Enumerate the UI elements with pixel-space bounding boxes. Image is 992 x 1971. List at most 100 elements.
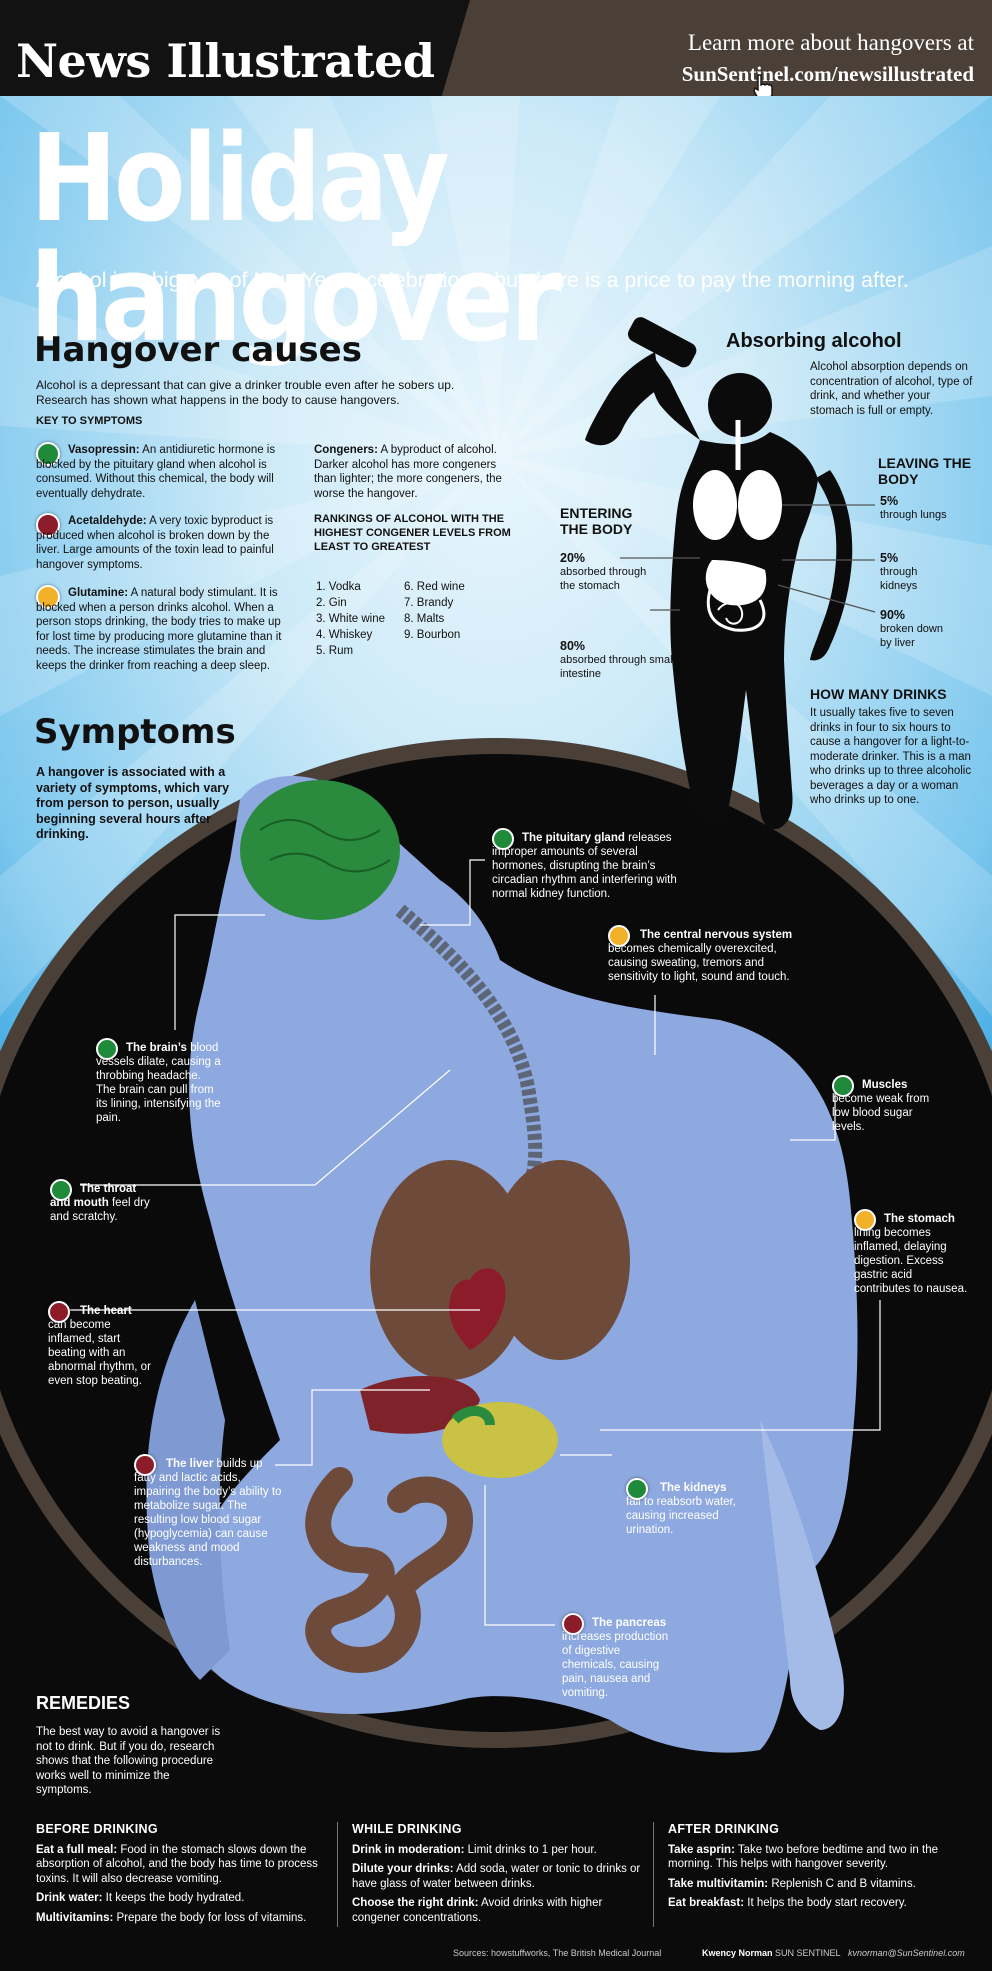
callout-throat: The throat and mouth feel dry and scratc…: [50, 1179, 150, 1224]
yellow-dot: [854, 1209, 876, 1231]
rank-item: 3. White wine: [316, 613, 386, 625]
headline: Holiday hangover: [30, 110, 562, 369]
author-name: Kwency Norman: [702, 1948, 773, 1958]
callout-pituitary: The pituitary gland releases improper am…: [492, 828, 692, 901]
congeners-text: A byproduct of alcohol. Darker alcohol h…: [314, 444, 502, 500]
remedy-text: Take two before bedtime and two in the m…: [668, 1843, 938, 1871]
footer-sources: Sources: howstuffworks, The British Medi…: [453, 1948, 662, 1958]
callout-brain: The brain’s blood vessels dilate, causin…: [96, 1038, 221, 1125]
stat-value: 90%: [880, 608, 906, 622]
while-drinking-column: WHILE DRINKING Drink in moderation: Limi…: [352, 1822, 647, 1930]
vasopressin-text: An antidiuretic hormone is blocked by th…: [36, 444, 276, 500]
key-label: KEY TO SYMPTOMS: [36, 415, 143, 427]
remedy-term: Multivitamins:: [36, 1911, 114, 1924]
callout-text: increases production of digestive chemic…: [562, 1631, 669, 1699]
learn-more-link[interactable]: SunSentinel.com/newsillustrated: [681, 62, 974, 86]
rank-item: 4. Whiskey: [316, 629, 373, 641]
callout-text: can become inflamed, start beating with …: [48, 1319, 151, 1387]
rankings-title: RANKINGS OF ALCOHOL WITH THE HIGHEST CON…: [314, 513, 511, 553]
remedy-item: Dilute your drinks: Add soda, water or t…: [352, 1862, 647, 1891]
symptoms-title: Symptoms: [34, 712, 236, 752]
absorbing-desc: Alcohol absorption depends on concentrat…: [810, 361, 973, 417]
column-title: AFTER DRINKING: [668, 1822, 780, 1836]
remedy-item: Eat a full meal: Food in the stomach slo…: [36, 1843, 331, 1887]
yellow-dot: [608, 925, 630, 947]
stat-text: absorbed through small intestine: [560, 654, 675, 680]
callout-term: The heart: [80, 1305, 132, 1317]
rank-item: 5. Rum: [316, 645, 354, 657]
before-drinking-column: BEFORE DRINKING Eat a full meal: Food in…: [36, 1822, 331, 1930]
remedy-item: Drink in moderation: Limit drinks to 1 p…: [352, 1843, 647, 1858]
remedy-item: Choose the right drink: Avoid drinks wit…: [352, 1896, 647, 1925]
leaving-title: LEAVING THE BODY: [878, 455, 972, 487]
callout-heart: The heart can become inflamed, start bea…: [48, 1301, 153, 1388]
rank-item: 8. Malts: [404, 613, 445, 625]
callout-term: The stomach: [884, 1213, 955, 1225]
callout-text: releases improper amounts of several hor…: [492, 832, 677, 900]
callout-term: The pituitary gland: [522, 832, 625, 844]
callout-term: The liver: [166, 1458, 214, 1470]
vasopressin-dot: [36, 442, 60, 466]
callout-kidneys: The kidneys fail to reabsorb water, caus…: [626, 1478, 741, 1537]
callout-text: becomes chemically overexcited, causing …: [608, 943, 790, 983]
stat-value: 5%: [880, 551, 899, 565]
causes-title: Hangover causes: [34, 330, 362, 370]
acetaldehyde-text: A very toxic byproduct is produced when …: [36, 515, 274, 571]
green-dot: [50, 1179, 72, 1201]
learn-more-text: Learn more about hangovers at: [687, 30, 974, 55]
glutamine-item: Glutamine: A natural body stimulant. It …: [36, 586, 288, 673]
remedy-item: Eat breakfast: It helps the body start r…: [668, 1896, 968, 1911]
stat-kidneys: 5% through kidneys: [880, 551, 950, 593]
rankings-right-list: 6. Red wine 7. Brandy 8. Malts 9. Bourbo…: [404, 579, 465, 643]
remedy-text: Replenish C and B vitamins.: [768, 1877, 916, 1890]
column-divider: [653, 1822, 654, 1927]
rank-item: 2. Gin: [316, 597, 347, 609]
absorb-leader-lines: [620, 504, 876, 613]
callout-text: lining becomes inflamed, delaying digest…: [854, 1227, 968, 1295]
remedy-text: Limit drinks to 1 per hour.: [464, 1843, 597, 1856]
remedy-item: Drink water: It keeps the body hydrated.: [36, 1891, 331, 1906]
callout-term: Muscles: [862, 1079, 908, 1091]
callout-term: The brain’s: [126, 1042, 187, 1054]
vasopressin-item: Vasopressin: An antidiuretic hormone is …: [36, 443, 286, 501]
remedy-text: It helps the body start recovery.: [744, 1897, 907, 1909]
rankings-left-list: 1. Vodka 2. Gin 3. White wine 4. Whiskey…: [316, 579, 385, 659]
footer-credit: Kwency Norman SUN SENTINEL: [702, 1948, 841, 1958]
stat-stomach: 20% absorbed through the stomach: [560, 551, 650, 593]
callout-text: blood vessels dilate, causing a throbbin…: [96, 1042, 221, 1124]
symptoms-intro: A hangover is associated with a variety …: [36, 765, 230, 841]
glutamine-dot: [36, 585, 60, 609]
acetaldehyde-term: Acetaldehyde:: [68, 515, 147, 527]
acetaldehyde-item: Acetaldehyde: A very toxic byproduct is …: [36, 514, 286, 572]
remedy-item: Multivitamins: Prepare the body for loss…: [36, 1911, 331, 1926]
congeners-term: Congeners:: [314, 444, 378, 456]
learn-more: Learn more about hangovers at SunSentine…: [682, 30, 974, 87]
vasopressin-term: Vasopressin:: [68, 444, 140, 456]
callout-term: The kidneys: [660, 1482, 727, 1494]
callout-term: The central nervous system: [640, 929, 793, 941]
callout-muscles: Muscles become weak from low blood sugar…: [832, 1075, 947, 1134]
sunburst-rays: [0, 96, 992, 1016]
author-email[interactable]: kvnorman@SunSentinel.com: [848, 1948, 965, 1958]
stat-value: 20%: [560, 551, 586, 565]
callout-text: builds up fatty and lactic acids, impair…: [134, 1458, 282, 1568]
remedy-term: Take asprin:: [668, 1843, 735, 1856]
red-dot: [562, 1613, 584, 1635]
brand-box: News Illustrated: [0, 0, 470, 96]
callout-term: The pancreas: [592, 1617, 667, 1629]
acetaldehyde-dot: [36, 513, 60, 537]
remedy-term: Drink in moderation:: [352, 1843, 465, 1856]
brand-title: News Illustrated: [16, 34, 435, 88]
stat-value: 5%: [880, 494, 899, 508]
green-dot: [492, 828, 514, 850]
callout-text: feel dry and scratchy.: [50, 1197, 150, 1223]
after-drinking-column: AFTER DRINKING Take asprin: Take two bef…: [668, 1822, 968, 1916]
callout-stomach: The stomach lining becomes inflamed, del…: [854, 1209, 969, 1296]
green-dot: [96, 1038, 118, 1060]
remedy-term: Eat breakfast:: [668, 1897, 745, 1909]
remedy-item: Take asprin: Take two before bedtime and…: [668, 1843, 968, 1872]
stat-text: through lungs: [880, 509, 947, 521]
remedy-term: Choose the right drink:: [352, 1897, 479, 1909]
remedies-title: REMEDIES: [36, 1693, 131, 1713]
